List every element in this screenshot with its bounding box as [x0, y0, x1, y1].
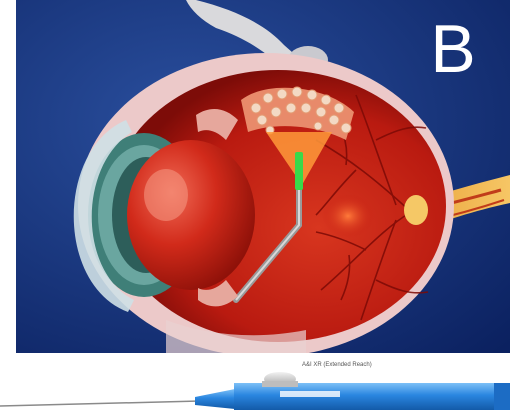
probe-taper	[195, 389, 235, 409]
laser-probe-handpiece: A&I XR (Extended Reach)	[0, 353, 510, 410]
probe-caption: A&I XR (Extended Reach)	[302, 362, 372, 368]
optic-disc	[404, 195, 428, 225]
laser-tip	[295, 152, 303, 190]
panel-letter: B	[418, 14, 488, 84]
probe-needle	[0, 401, 200, 406]
probe-handle	[234, 383, 510, 410]
lens	[127, 140, 255, 290]
macula	[322, 194, 374, 238]
